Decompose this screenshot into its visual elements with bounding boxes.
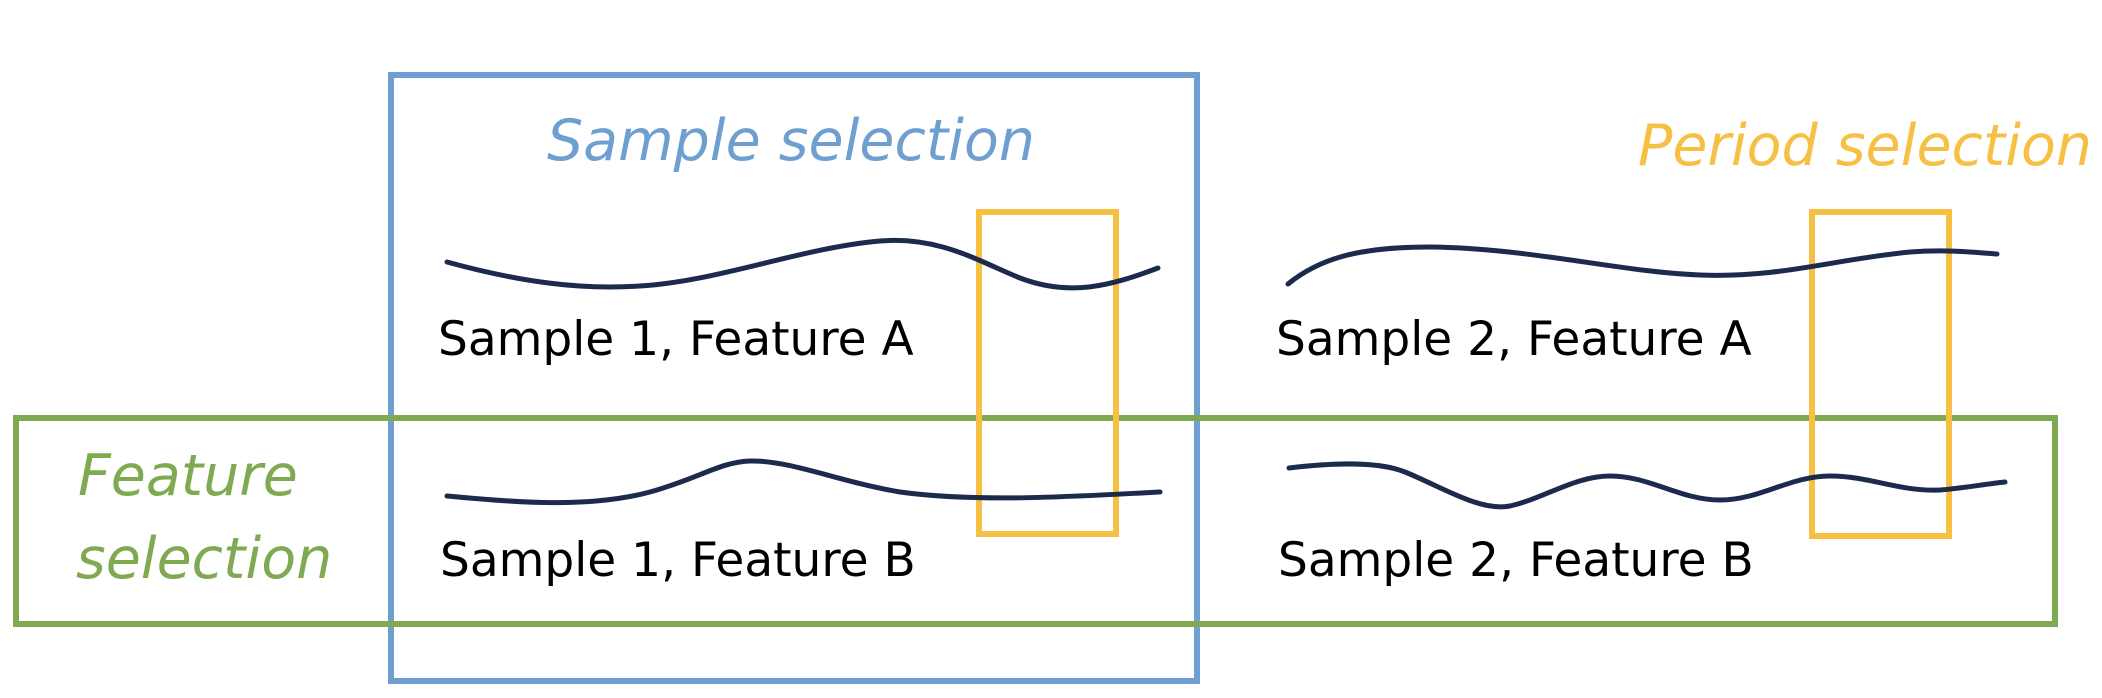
feature-selection-title-line-1: Feature bbox=[78, 443, 298, 509]
series-label-sample-2-feature-b: Sample 2, Feature B bbox=[1278, 533, 1754, 588]
series-label-sample-2-feature-a: Sample 2, Feature A bbox=[1276, 312, 1752, 367]
signal-curve-sample-1-feature-b bbox=[444, 458, 1163, 506]
period-selection-box-sample-2 bbox=[1809, 209, 1952, 539]
sample-selection-box bbox=[388, 72, 1200, 684]
series-label-sample-1-feature-b: Sample 1, Feature B bbox=[440, 533, 916, 588]
sample-selection-title: Sample selection bbox=[547, 108, 1035, 174]
signal-curve-sample-2-feature-a bbox=[1285, 244, 2000, 287]
signal-curve-sample-2-feature-b bbox=[1286, 461, 2008, 510]
feature-selection-title-line-2: selection bbox=[76, 526, 332, 592]
period-selection-title: Period selection bbox=[1638, 113, 2092, 179]
period-selection-box-sample-1 bbox=[976, 209, 1119, 537]
feature-selection-box bbox=[13, 415, 2058, 627]
signal-curve-sample-1-feature-a bbox=[444, 237, 1161, 291]
series-label-sample-1-feature-a: Sample 1, Feature A bbox=[438, 312, 914, 367]
